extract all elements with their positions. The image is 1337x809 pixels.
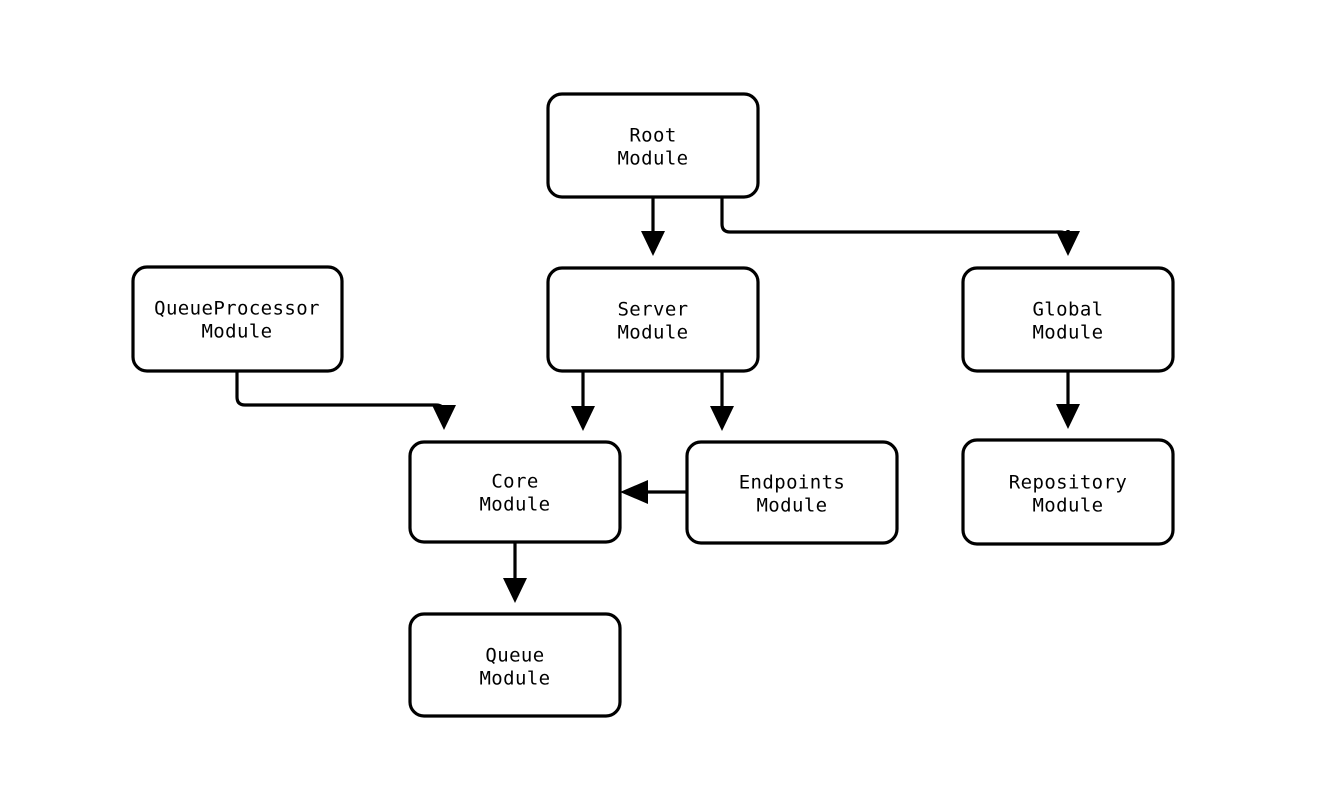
node-box[interactable] [408,440,622,544]
node-label-line1: QueueProcessor [154,298,320,320]
edge-root-to-global [720,197,1080,256]
node-label-line2: Module [1032,322,1103,344]
edge-line [720,197,1070,242]
arrow-head-icon [432,405,456,430]
node-label-line2: Module [201,321,272,343]
node-label-line2: Module [617,322,688,344]
node-queue-module[interactable]: Queue Module [408,612,622,718]
node-repository-module[interactable]: Repository Module [961,438,1175,546]
node-label-line2: Module [479,668,550,690]
arrow-head-icon [710,406,734,431]
edge-core-to-queue [503,542,527,603]
node-box[interactable] [408,612,622,718]
node-server-module[interactable]: Server Module [546,266,760,373]
node-box[interactable] [546,266,760,373]
node-endpoints-module[interactable]: Endpoints Module [685,440,899,545]
node-label-line1: Global [1032,299,1103,321]
node-box[interactable] [131,265,344,373]
node-label-line1: Root [629,125,676,147]
node-label-line1: Core [491,471,538,493]
edge-server-to-core [571,371,595,431]
node-label-line2: Module [617,148,688,170]
arrow-head-icon [641,231,665,256]
node-label-line2: Module [479,494,550,516]
node-label-line2: Module [756,495,827,517]
node-label-line1: Queue [485,645,544,667]
node-root-module[interactable]: Root Module [546,92,760,199]
node-core-module[interactable]: Core Module [408,440,622,544]
edge-endpoints-to-core [620,480,687,504]
node-box[interactable] [546,92,760,199]
arrow-head-icon [1056,231,1080,256]
edge-root-to-server [641,197,665,256]
node-label-line1: Repository [1009,472,1127,494]
node-label-line2: Module [1032,495,1103,517]
node-label-line1: Endpoints [739,472,846,494]
edge-server-to-endpoints [710,371,734,431]
edge-queueprocessor-to-core [235,371,456,430]
node-queueprocessor-module[interactable]: QueueProcessor Module [131,265,344,373]
arrow-head-icon [1056,404,1080,429]
node-box[interactable] [961,266,1175,373]
node-box[interactable] [961,438,1175,546]
arrow-head-icon [620,480,648,504]
edge-line [235,371,446,415]
node-label-line1: Server [617,299,688,321]
node-global-module[interactable]: Global Module [961,266,1175,373]
arrow-head-icon [571,406,595,431]
edge-global-to-repository [1056,371,1080,429]
node-box[interactable] [685,440,899,545]
arrow-head-icon [503,578,527,603]
